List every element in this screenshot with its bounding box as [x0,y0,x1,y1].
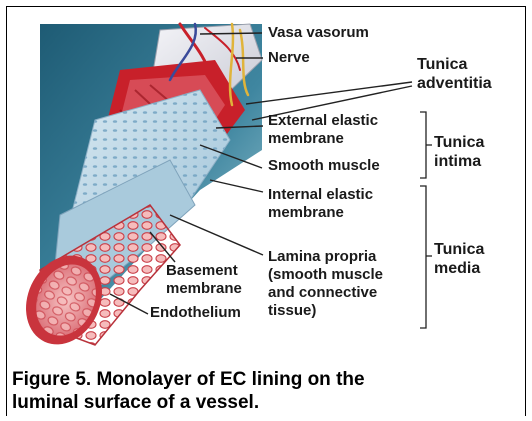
label-tunica-intima-line1: Tunica [434,133,484,152]
caption-line-1: Figure 5. Monolayer of EC lining on the [12,368,512,391]
label-basement-line1: Basement [166,262,238,280]
bracket-tunica-intima [420,112,432,178]
label-lamina-propria-line2: (smooth muscle [268,266,383,284]
label-lamina-propria-line3: and connective [268,284,377,302]
label-basement-line2: membrane [166,280,242,298]
label-endothelium: Endothelium [150,304,241,322]
bracket-tunica-media [420,186,432,328]
label-internal-elastic-line1: Internal elastic [268,186,373,204]
caption-line-2: luminal surface of a vessel. [12,391,512,414]
label-internal-elastic-line2: membrane [268,204,344,222]
label-tunica-media-line2: media [434,259,480,278]
label-tunica-adventitia-line1: Tunica [417,55,467,74]
label-external-elastic-line2: membrane [268,130,344,148]
label-tunica-media-line1: Tunica [434,240,484,259]
label-external-elastic-line1: External elastic [268,112,378,130]
label-lamina-propria-line1: Lamina propria [268,248,376,266]
label-vasa-vasorum: Vasa vasorum [268,24,369,42]
label-tunica-adventitia-line2: adventitia [417,74,492,93]
label-lamina-propria-line4: tissue) [268,302,316,320]
figure-caption: Figure 5. Monolayer of EC lining on the … [12,368,512,414]
label-smooth-muscle: Smooth muscle [268,157,380,175]
label-tunica-intima-line2: intima [434,152,481,171]
label-nerve: Nerve [268,49,310,67]
